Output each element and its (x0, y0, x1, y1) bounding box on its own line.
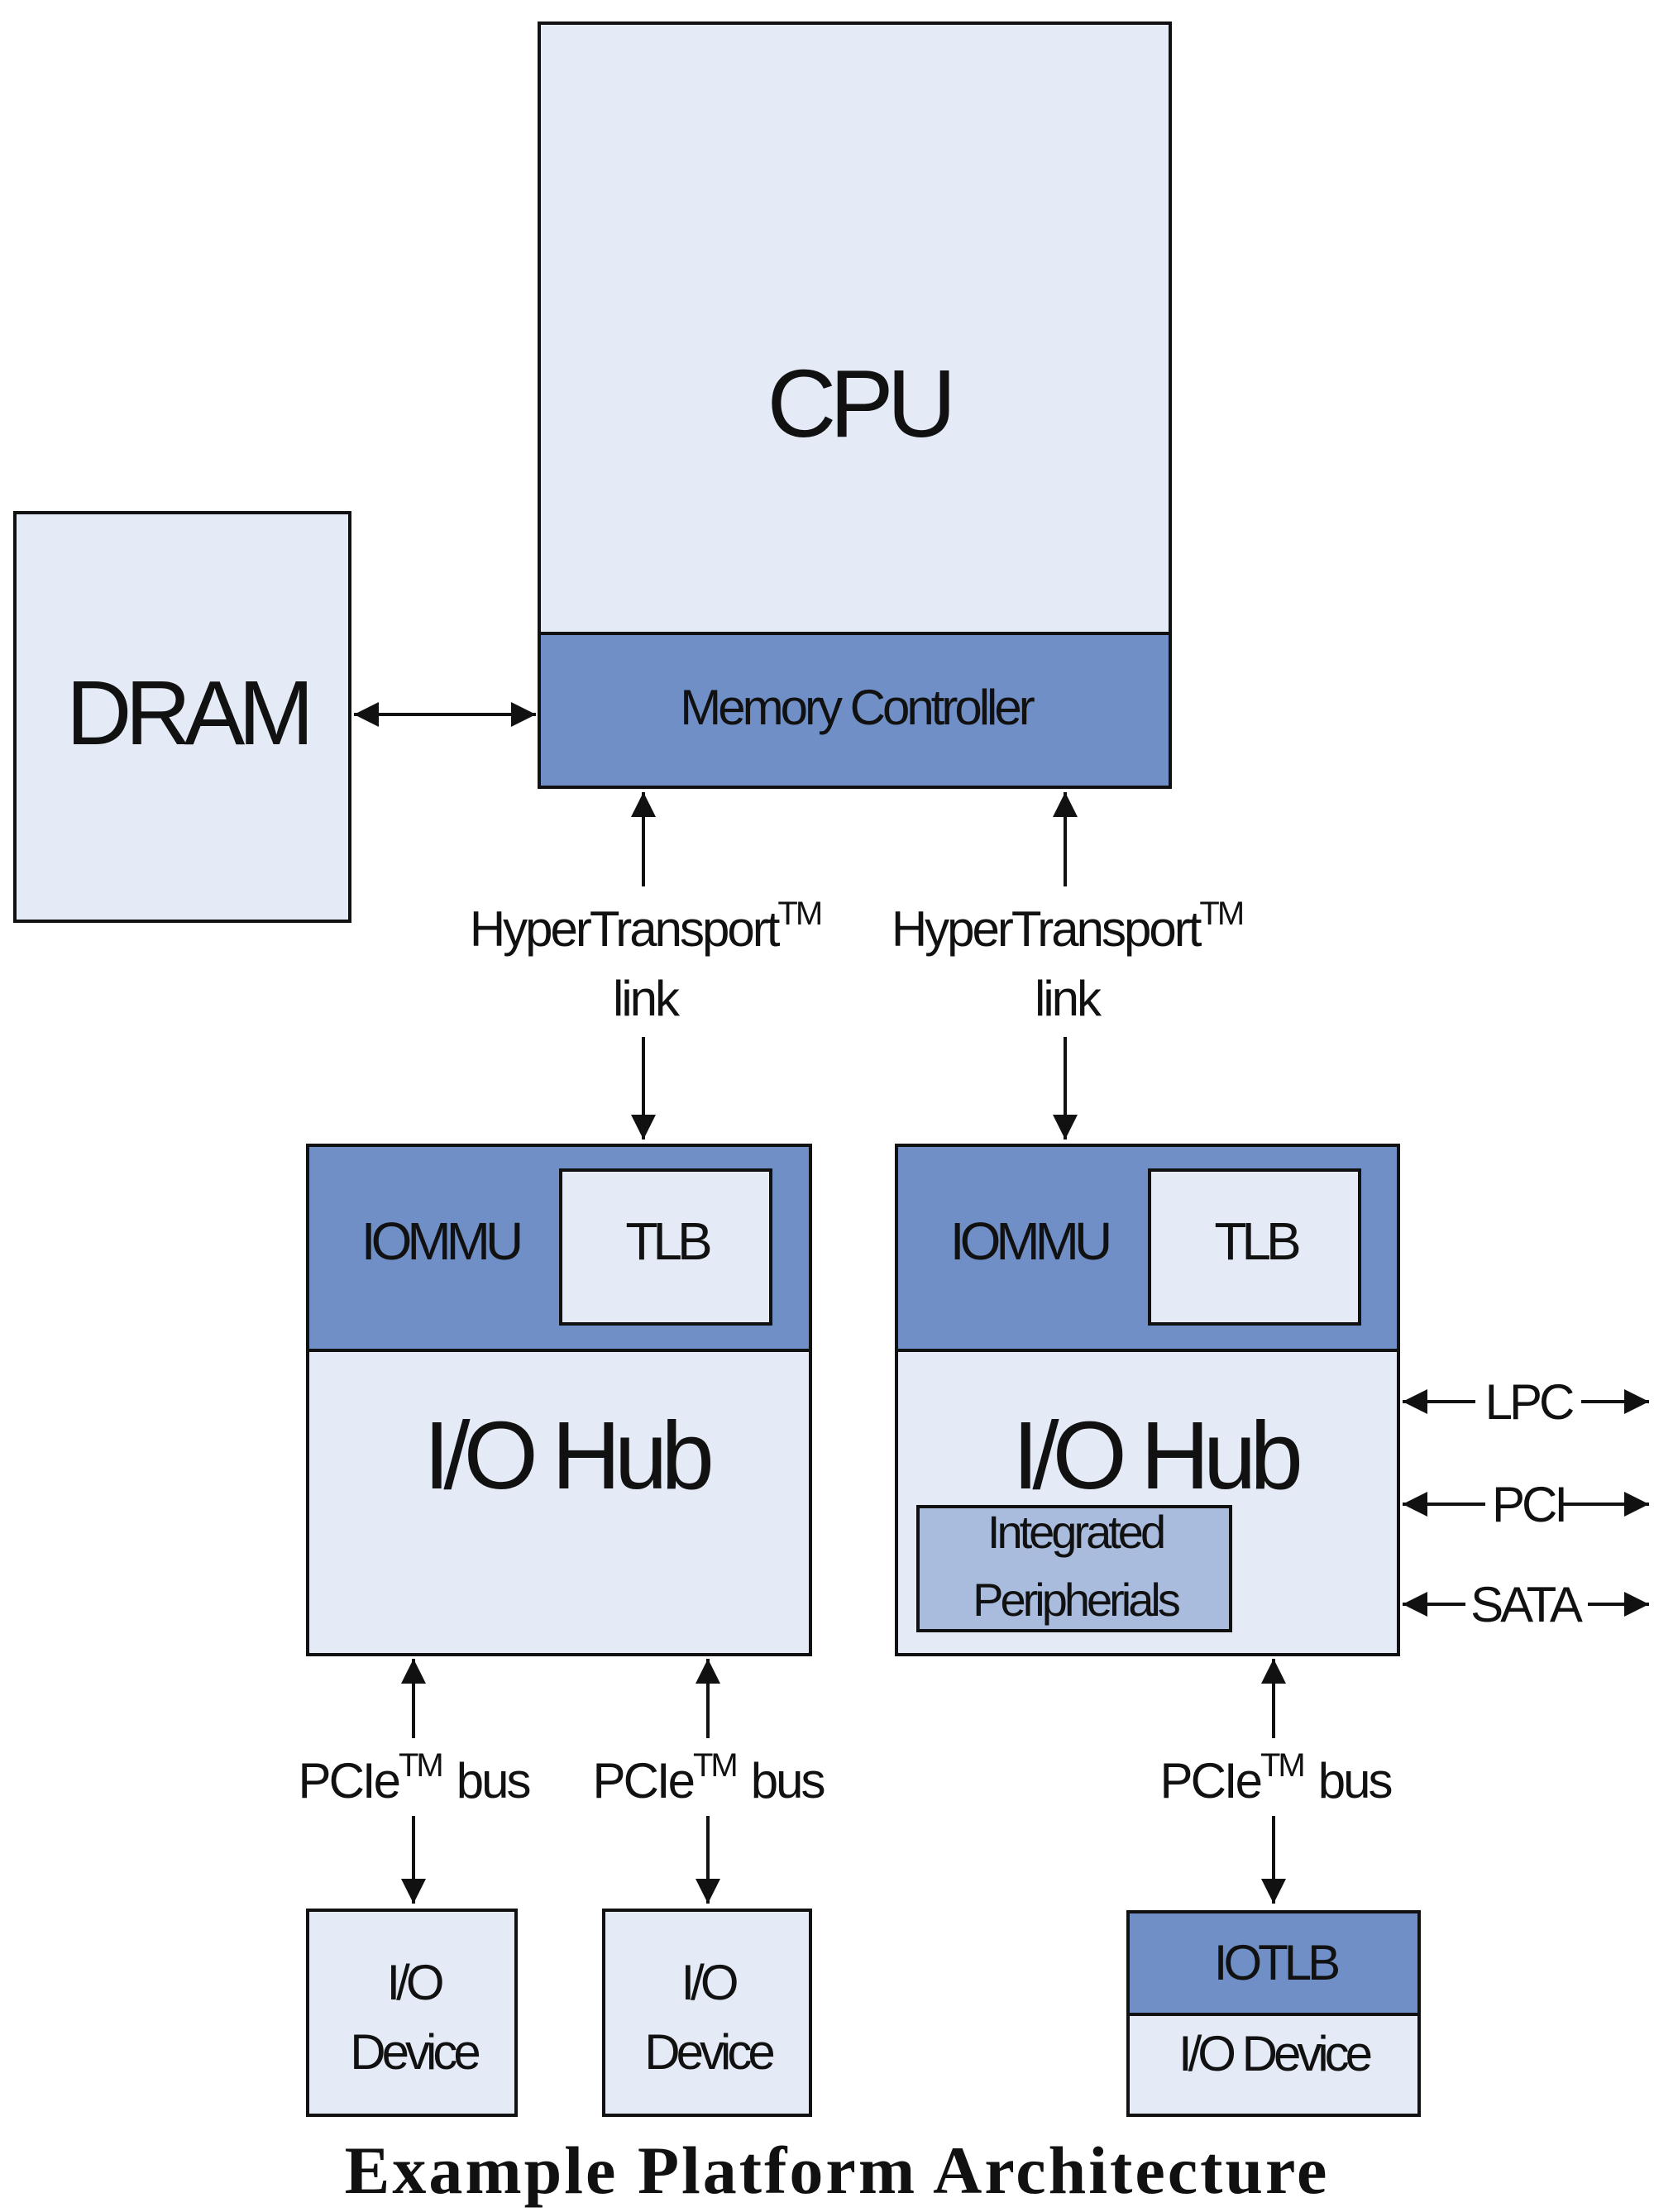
iommu-right-label: IOMMU (950, 1211, 1109, 1271)
ht-right-link-label: link (1035, 971, 1102, 1026)
side-bus-lpc: LPC (1403, 1374, 1649, 1430)
io-device-2: I/O Device (602, 1909, 812, 2117)
io-device-1-line1: I/O (386, 1955, 442, 2010)
dram-label: DRAM (66, 662, 308, 764)
sata-label: SATA (1470, 1577, 1583, 1632)
io-device-3-label: I/O Device (1178, 2026, 1371, 2081)
ht-left-link-label: link (613, 971, 681, 1026)
side-bus-pci: PCI (1403, 1477, 1649, 1532)
io-device-2-line1: I/O (681, 1955, 736, 2010)
pcie-bus-3: PCIeTM bus (1160, 1659, 1393, 1904)
hypertransport-link-right: HyperTransportTM link (892, 792, 1245, 1139)
ht-left-name: HyperTransport (470, 901, 781, 957)
pcie-2-tm: TM (693, 1747, 736, 1784)
io-hub-left-box (306, 1349, 812, 1656)
pcie-2-label: PCIeTM bus (593, 1747, 825, 1808)
side-bus-sata: SATA (1403, 1577, 1649, 1632)
pcie-1-bus: bus (457, 1753, 530, 1808)
pcie-2-name: PCIe (593, 1753, 694, 1808)
lpc-label: LPC (1485, 1374, 1574, 1430)
io-device-3: IOTLB I/O Device (1126, 1910, 1421, 2117)
io-device-2-line2: Device (644, 2024, 773, 2080)
pci-label: PCI (1492, 1477, 1565, 1532)
dram-box (13, 511, 351, 923)
cpu-label: CPU (767, 350, 950, 457)
pcie-3-label: PCIeTM bus (1160, 1747, 1392, 1808)
io-device-1-box (306, 1909, 518, 2117)
tlb-right-label: TLB (1214, 1211, 1299, 1271)
pcie-bus-1: PCIeTM bus (299, 1659, 532, 1904)
ht-right-label: HyperTransportTM (892, 896, 1243, 957)
tlb-left-label: TLB (625, 1211, 710, 1271)
io-device-2-box (602, 1909, 812, 2117)
memory-controller-box (538, 632, 1172, 789)
pcie-1-tm: TM (399, 1747, 442, 1784)
io-device-3-box (1126, 2013, 1421, 2117)
diagram-caption: Example Platform Architecture (345, 2133, 1330, 2208)
iotlb-label: IOTLB (1214, 1935, 1338, 1990)
pcie-1-name: PCIe (299, 1753, 399, 1808)
integrated-peripherals-box (916, 1505, 1232, 1632)
cpu-block: CPU Memory Controller (538, 21, 1172, 789)
iommu-left-label: IOMMU (361, 1211, 520, 1271)
memory-controller-label: Memory Controller (680, 680, 1034, 735)
pcie-3-bus: bus (1318, 1753, 1392, 1808)
pcie-2-bus: bus (751, 1753, 825, 1808)
ht-left-tm: TM (777, 896, 820, 932)
pcie-1-label: PCIeTM bus (299, 1747, 530, 1808)
tlb-left-box (559, 1168, 772, 1326)
pcie-3-name: PCIe (1160, 1753, 1261, 1808)
hypertransport-link-left: HyperTransportTM link (470, 792, 824, 1139)
integrated-peripherals-line2: Peripherials (973, 1574, 1179, 1626)
ht-right-name: HyperTransport (892, 901, 1202, 957)
integrated-peripherals-line1: Integrated (987, 1506, 1164, 1558)
io-device-1: I/O Device (306, 1909, 518, 2117)
tlb-right-box (1148, 1168, 1361, 1326)
pcie-bus-2: PCIeTM bus (593, 1659, 826, 1904)
io-hub-right-label: I/O Hub (1012, 1402, 1299, 1509)
cpu-box (538, 21, 1172, 635)
ht-right-tm: TM (1199, 896, 1242, 932)
dram-block: DRAM (13, 511, 351, 923)
io-device-1-line2: Device (350, 2024, 479, 2080)
io-hub-right: IOMMU TLB I/O Hub Integrated Peripherial… (895, 1144, 1400, 1656)
pcie-3-tm: TM (1260, 1747, 1303, 1784)
ht-left-label: HyperTransportTM (470, 896, 821, 957)
io-hub-left: IOMMU TLB I/O Hub (306, 1144, 812, 1656)
io-hub-left-label: I/O Hub (423, 1402, 710, 1509)
